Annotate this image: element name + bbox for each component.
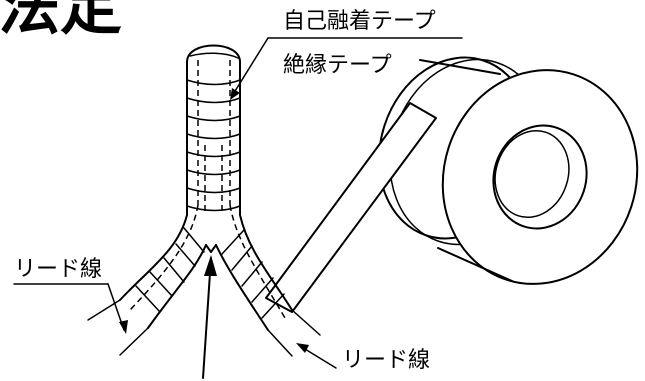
lead-wire-left-label: リード線 [14,257,102,282]
tape-roll [378,56,639,285]
label-insulation-tape: 絶縁テープ [283,53,392,78]
label-lead-wire-right: リード線 [296,343,430,373]
split-arrow [202,255,217,379]
wrapped-splice [87,44,321,357]
self-fusing-tape-label: 自己融着テープ [283,9,436,34]
tape-strip [265,102,437,313]
lead-wire-right-label: リード線 [342,348,430,373]
label-lead-wire-left: リード線 [13,257,128,334]
page-heading: 法定 [0,0,122,43]
label-self-fusing-tape: 自己融着テープ [230,9,463,100]
insulation-tape-label: 絶縁テープ [283,53,392,78]
